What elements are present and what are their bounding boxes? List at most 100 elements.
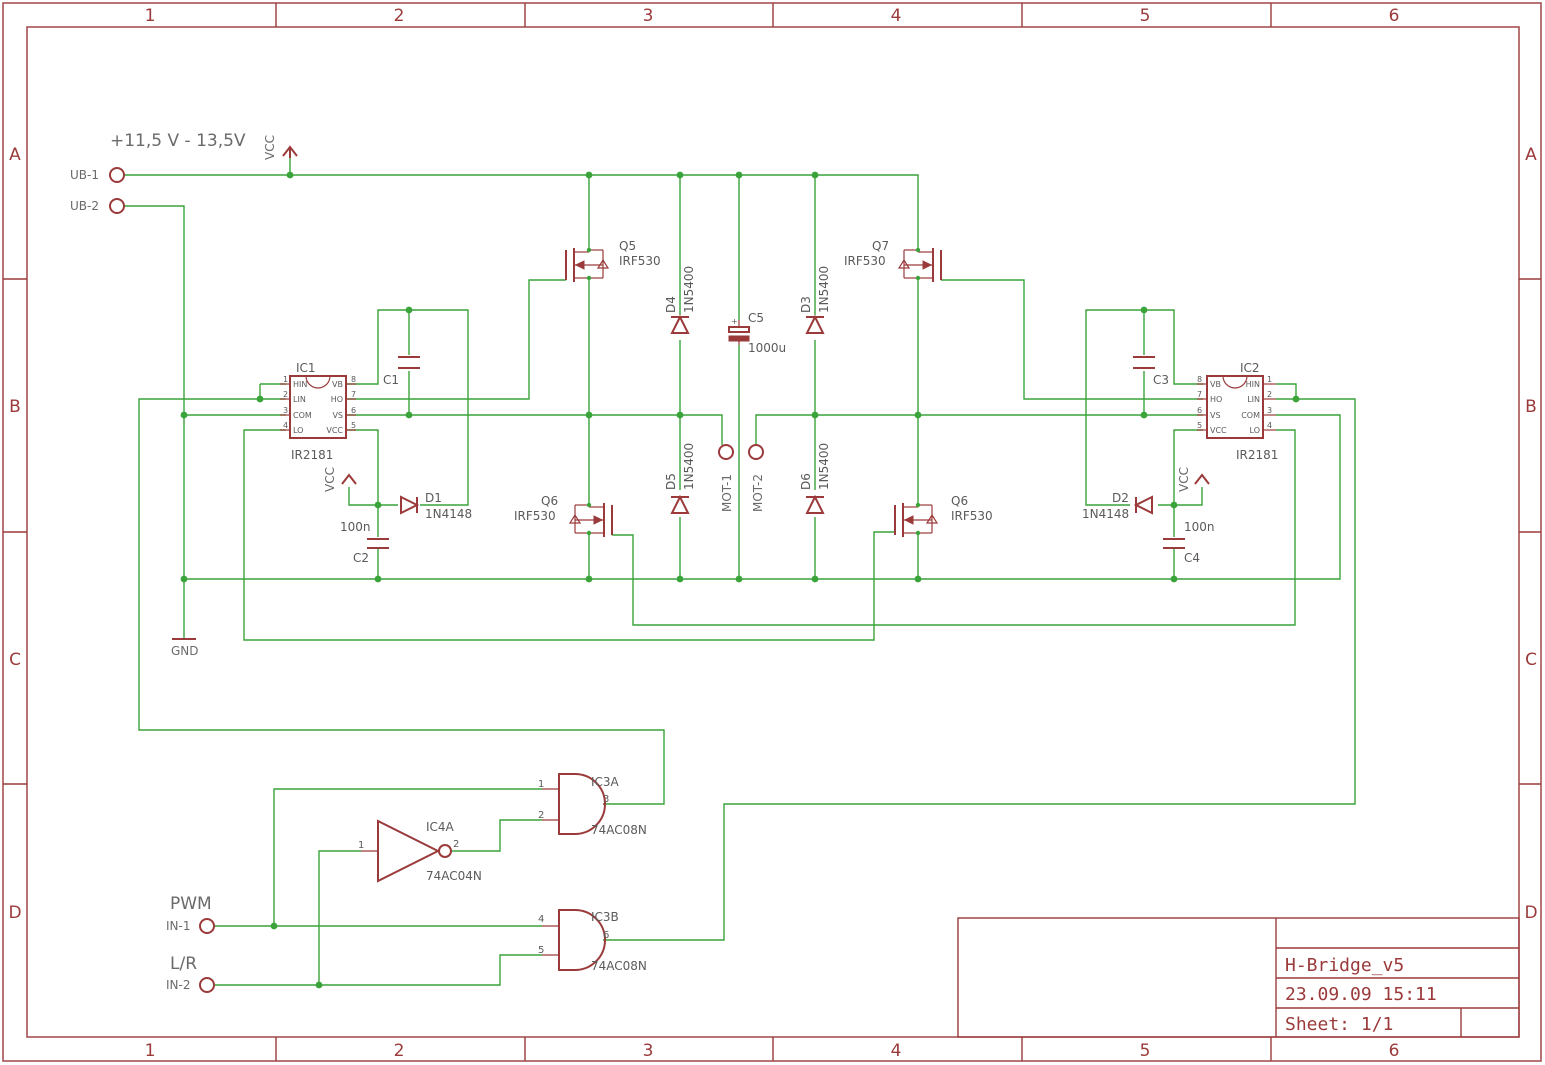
ic2-name: IC2	[1240, 361, 1260, 375]
ic2-pin-num-3: 3	[1267, 406, 1272, 415]
ic1-pin-num-2: 2	[283, 390, 288, 399]
vcc-label-ic1: VCC	[323, 467, 337, 492]
c4-value: 100n	[1184, 520, 1215, 534]
frame-column-labels-bottom: 1 2 3 4 5 6	[145, 1041, 1400, 1061]
c3-name: C3	[1153, 373, 1169, 387]
ic1-pin-num-1: 1	[283, 375, 288, 384]
ic2-pin-num-5: 5	[1197, 421, 1202, 430]
capacitor-c4: 100n C4	[1163, 520, 1215, 565]
vcc-label-ic2: VCC	[1177, 467, 1191, 492]
ic1-pin-lo: LO	[293, 426, 303, 435]
and-gate-ic3a: 1 2 3 IC3A 74AC08N	[538, 773, 647, 837]
title-block: H-Bridge_v5 23.09.09 15:11 Sheet: 1/1	[957, 917, 1520, 1038]
vcc-supply-symbol-ic1: VCC	[323, 467, 357, 492]
ic2-pin-num-1: 1	[1267, 375, 1272, 384]
ic3b-name: IC3B	[591, 910, 619, 924]
supply-voltage-label: +11,5 V - 13,5V	[110, 131, 246, 151]
column-label-5-bottom: 5	[1140, 1041, 1151, 1061]
ic4a-pin-2: 2	[453, 839, 459, 850]
wires	[124, 158, 1356, 986]
d4-name: D4	[664, 296, 678, 313]
connector-ub1[interactable]: UB-1	[70, 167, 125, 183]
row-label-a: A	[9, 145, 21, 165]
mosfet-q7: Q7 IRF530	[844, 239, 942, 282]
ic1-pin-num-8: 8	[351, 375, 356, 384]
ic4a-value: 74AC04N	[426, 869, 482, 883]
c5-value: 1000u	[748, 341, 786, 355]
row-label-c-right: C	[1525, 650, 1537, 670]
ic3a-pin-3: 3	[603, 794, 609, 805]
frame-column-labels-top: 1 2 3 4 5 6	[145, 6, 1400, 26]
mosfet-q6-left: Q6 IRF530	[514, 494, 613, 537]
pwm-label: PWM	[170, 894, 212, 914]
ic4a-pin-1: 1	[358, 840, 364, 851]
row-label-d-right: D	[1524, 903, 1537, 923]
c5-name: C5	[748, 311, 764, 325]
d2-name: D2	[1112, 491, 1129, 505]
c1-name: C1	[383, 373, 399, 387]
diode-d6: D6 1N5400	[799, 443, 831, 514]
ic2-pin-num-7: 7	[1197, 390, 1202, 399]
column-label-3-bottom: 3	[643, 1041, 654, 1061]
connector-mot1-label: MOT-1	[720, 474, 734, 512]
connector-in1-label: IN-1	[166, 919, 190, 933]
q6-left-value: IRF530	[514, 509, 556, 523]
column-label-6-bottom: 6	[1389, 1041, 1400, 1061]
connector-in2-label: IN-2	[166, 978, 190, 992]
ic2-pin-hin: HIN	[1246, 380, 1260, 389]
gnd-symbol: GND	[171, 638, 199, 658]
vcc-label-top: VCC	[263, 135, 277, 160]
ic1-pin-num-3: 3	[283, 406, 288, 415]
connector-mot2[interactable]: MOT-2	[748, 444, 765, 512]
connector-ub1-label: UB-1	[70, 168, 99, 182]
d6-value: 1N5400	[817, 443, 831, 490]
ic1-pin-vb: VB	[332, 380, 343, 389]
ic1-pin-num-6: 6	[351, 406, 356, 415]
column-label-2: 2	[394, 6, 405, 26]
connector-mot1[interactable]: MOT-1	[718, 444, 734, 512]
ic3b-pin-4: 4	[538, 914, 544, 925]
frame-row-labels-left: A B C D	[8, 145, 21, 923]
q6-right-value: IRF530	[951, 509, 993, 523]
q6-right-name: Q6	[951, 494, 968, 508]
ic2-pin-lo: LO	[1250, 426, 1260, 435]
column-label-2-bottom: 2	[394, 1041, 405, 1061]
ic3b-pin-6: 6	[603, 930, 609, 941]
capacitor-c1: C1	[383, 356, 420, 387]
ic3a-pin-2: 2	[538, 810, 544, 821]
column-label-4: 4	[891, 6, 902, 26]
ic1-driver: HIN LIN COM LO VB HO VS VCC 1 2 3 4 8 7 …	[280, 361, 356, 462]
ic1-pin-num-5: 5	[351, 421, 356, 430]
frame-row-labels-right: A B C D	[1524, 145, 1537, 923]
ic3a-pin-1: 1	[538, 779, 544, 790]
diode-d4: D4 1N5400	[664, 266, 696, 334]
connector-in2[interactable]: IN-2 L/R	[166, 954, 215, 993]
connector-ub2[interactable]: UB-2	[70, 198, 125, 214]
ic2-pin-lin: LIN	[1247, 395, 1260, 404]
q7-name: Q7	[872, 239, 889, 253]
c4-name: C4	[1184, 551, 1200, 565]
ic1-pin-num-7: 7	[351, 390, 356, 399]
ic3a-value: 74AC08N	[591, 823, 647, 837]
ic2-pin-vb: VB	[1210, 380, 1221, 389]
c2-name: C2	[353, 551, 369, 565]
capacitor-c5: + C5 1000u	[728, 311, 786, 355]
ic3b-value: 74AC08N	[591, 959, 647, 973]
d1-name: D1	[425, 491, 442, 505]
vcc-supply-symbol-top: VCC	[263, 135, 298, 160]
ic1-pin-lin: LIN	[293, 395, 306, 404]
ic1-pin-num-4: 4	[283, 421, 288, 430]
d5-name: D5	[664, 473, 678, 490]
d6-name: D6	[799, 473, 813, 490]
connector-in1[interactable]: IN-1 PWM	[166, 894, 215, 934]
row-label-b: B	[9, 397, 21, 417]
ic2-pin-num-8: 8	[1197, 375, 1202, 384]
lr-label: L/R	[170, 954, 197, 974]
inverter-ic4a: 1 2 IC4A 74AC04N	[358, 819, 482, 883]
ic1-pin-com: COM	[293, 411, 312, 420]
row-label-b-right: B	[1525, 397, 1537, 417]
d1-value: 1N4148	[425, 507, 472, 521]
title-block-sheet: Sheet: 1/1	[1285, 1014, 1393, 1035]
ic2-pin-num-2: 2	[1267, 390, 1272, 399]
column-label-1: 1	[145, 6, 156, 26]
